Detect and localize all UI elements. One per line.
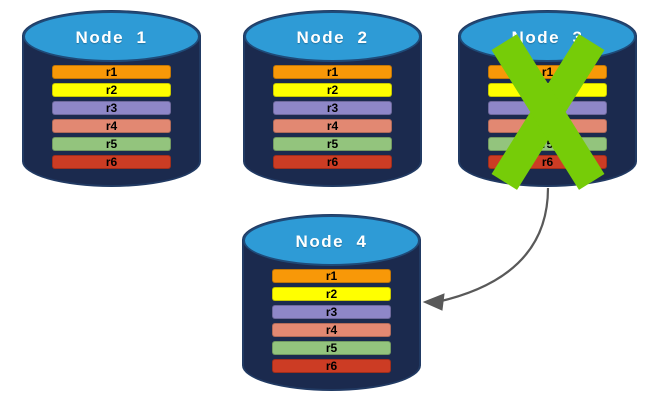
node-3: Node 3 r1 r2 r3 r4 r5 r6 bbox=[458, 10, 637, 190]
node-4-row-r2: r2 bbox=[272, 287, 391, 301]
node-3-rows: r1 r2 r3 r4 r5 r6 bbox=[488, 65, 607, 169]
node-4-row-r6: r6 bbox=[272, 359, 391, 373]
node-3-row-r1: r1 bbox=[488, 65, 607, 79]
node-3-label: Node 3 bbox=[511, 28, 584, 47]
node-2-row-r1: r1 bbox=[273, 65, 392, 79]
node-1-label: Node 1 bbox=[75, 28, 148, 47]
node-3-row-r4: r4 bbox=[488, 119, 607, 133]
node-2: Node 2 r1 r2 r3 r4 r5 r6 bbox=[243, 10, 422, 187]
node-4: Node 4 r1 r2 r3 r4 r5 r6 bbox=[242, 214, 421, 391]
node-2-label: Node 2 bbox=[296, 28, 369, 47]
node-1: Node 1 r1 r2 r3 r4 r5 r6 bbox=[22, 10, 201, 187]
node-3-row-r5: r5 bbox=[488, 137, 607, 151]
node-4-rows: r1 r2 r3 r4 r5 r6 bbox=[272, 269, 391, 373]
node-4-label: Node 4 bbox=[295, 232, 368, 251]
node-1-row-r3: r3 bbox=[52, 101, 171, 115]
node-1-rows: r1 r2 r3 r4 r5 r6 bbox=[52, 65, 171, 169]
arrow-head bbox=[422, 293, 445, 311]
node-2-row-r5: r5 bbox=[273, 137, 392, 151]
node-2-row-r2: r2 bbox=[273, 83, 392, 97]
node-4-cylinder-top bbox=[243, 215, 420, 267]
node-4-row-r4: r4 bbox=[272, 323, 391, 337]
node-3-row-r2: r2 bbox=[488, 83, 607, 97]
node-1-row-r6: r6 bbox=[52, 155, 171, 169]
node-1-row-r4: r4 bbox=[52, 119, 171, 133]
node-1-row-r2: r2 bbox=[52, 83, 171, 97]
node-4-row-r3: r3 bbox=[272, 305, 391, 319]
node-2-row-r3: r3 bbox=[273, 101, 392, 115]
node-3-row-r3: r3 bbox=[488, 101, 607, 115]
node-2-cylinder-top bbox=[244, 11, 421, 63]
node-4-row-r1: r1 bbox=[272, 269, 391, 283]
node-1-row-r5: r5 bbox=[52, 137, 171, 151]
node-3-row-r6: r6 bbox=[488, 155, 607, 169]
node-2-rows: r1 r2 r3 r4 r5 r6 bbox=[273, 65, 392, 169]
node-1-row-r1: r1 bbox=[52, 65, 171, 79]
node-2-row-r6: r6 bbox=[273, 155, 392, 169]
node-2-row-r4: r4 bbox=[273, 119, 392, 133]
node-1-cylinder-top bbox=[23, 11, 200, 63]
node-4-row-r5: r5 bbox=[272, 341, 391, 355]
arrow-curve bbox=[436, 187, 550, 304]
